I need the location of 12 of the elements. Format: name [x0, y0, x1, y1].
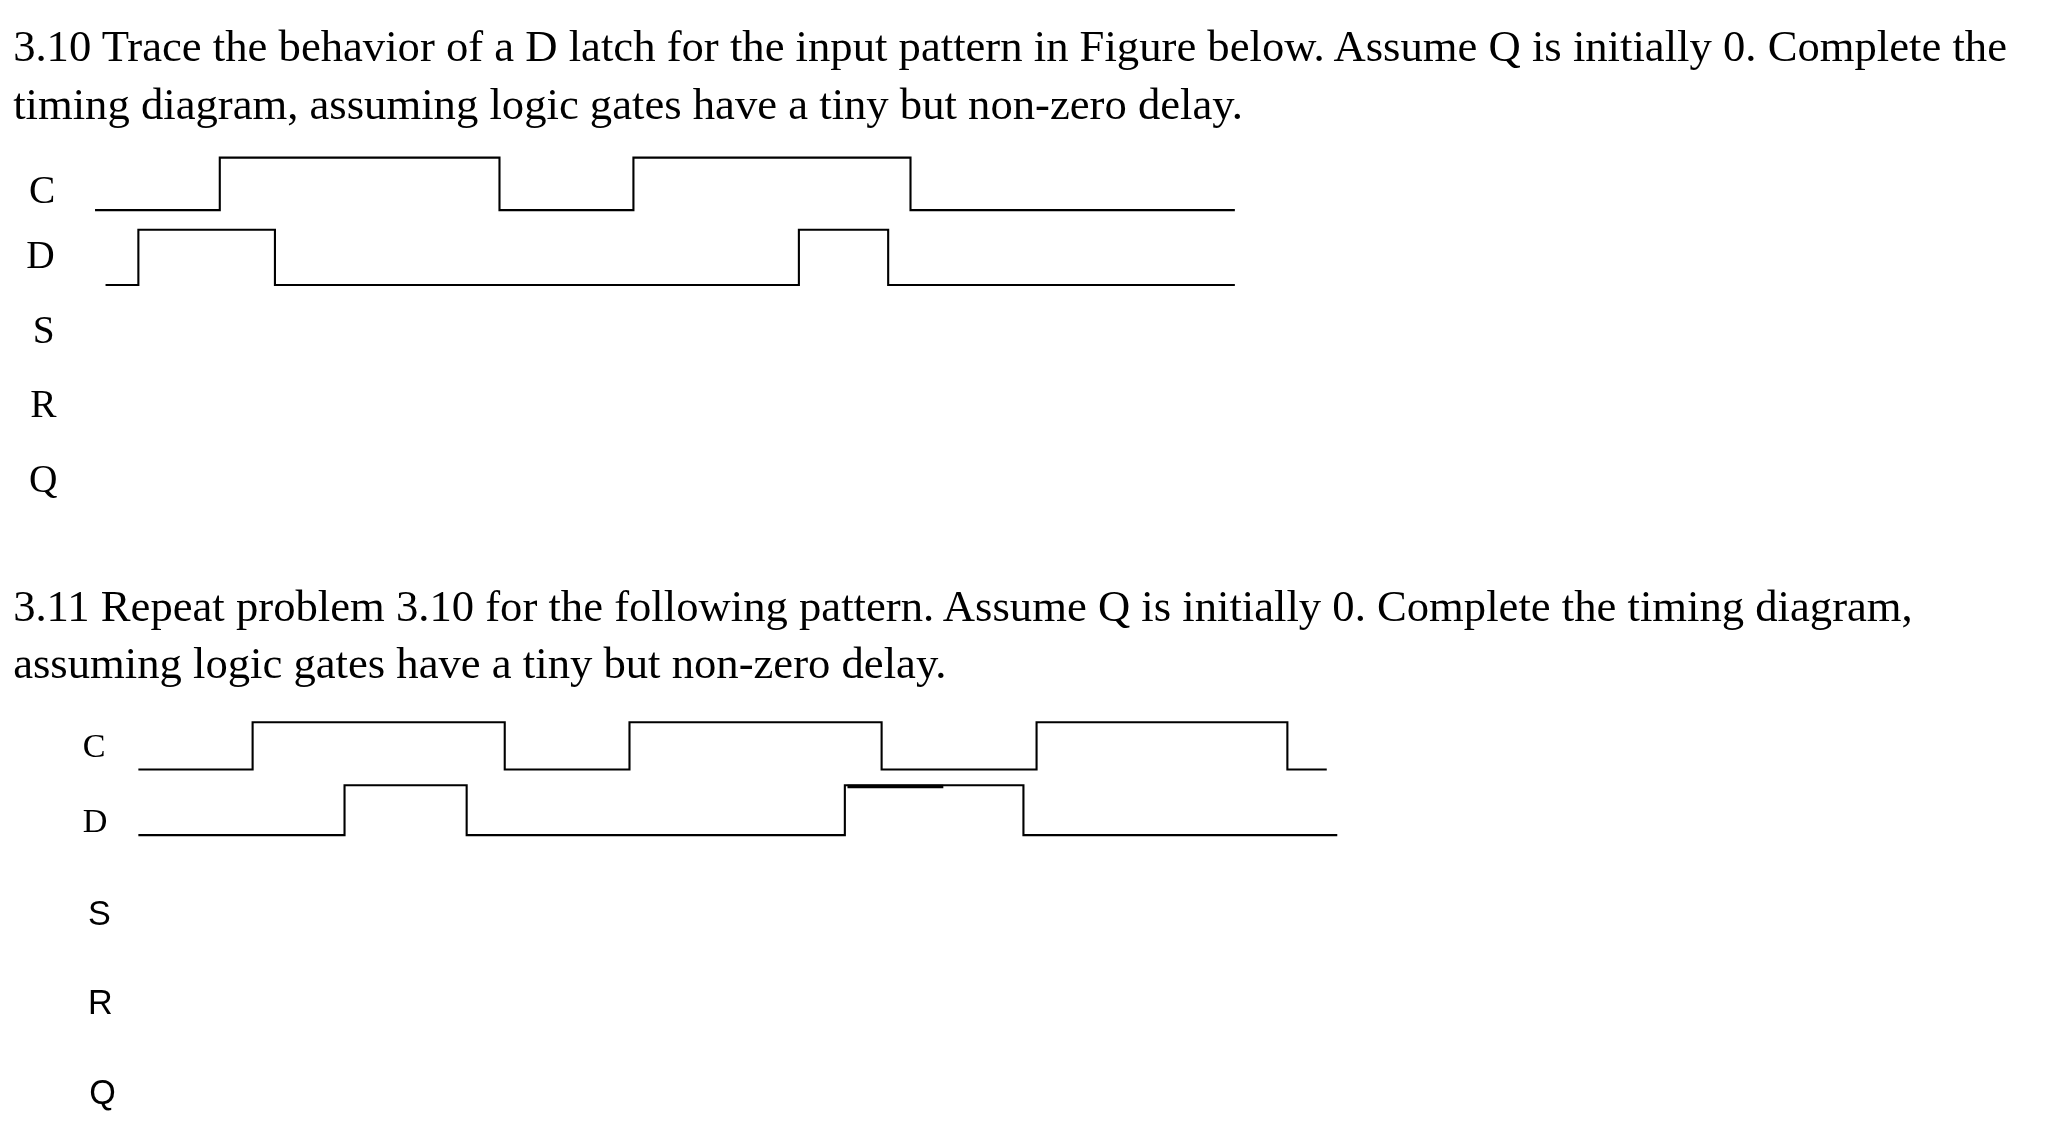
signal-name: C	[82, 729, 106, 764]
signal-name: S	[32, 311, 55, 351]
signal-name: D	[26, 236, 55, 276]
signal-name: C	[28, 170, 56, 211]
signal-name: D	[82, 804, 108, 839]
problem-statement: 3.10 Trace the behavior of a D latch for the input pattern in Figure below. Assume Q is initially 0. Complete the timing diagram, assuming logic gates have a tiny but non-zero delay.	[13, 20, 2008, 131]
signal-name: Q	[28, 459, 58, 500]
signal-name: R	[30, 384, 57, 425]
signal-name: S	[88, 896, 111, 931]
signal-name: Q	[89, 1074, 116, 1109]
problem-statement: 3.11 Repeat problem 3.10 for the following pattern. Assume Q is initially 0. Complete the timing diagram, assuming logic gates have a tiny but non-zero delay.	[13, 580, 1914, 691]
signal-name: R	[88, 985, 113, 1020]
